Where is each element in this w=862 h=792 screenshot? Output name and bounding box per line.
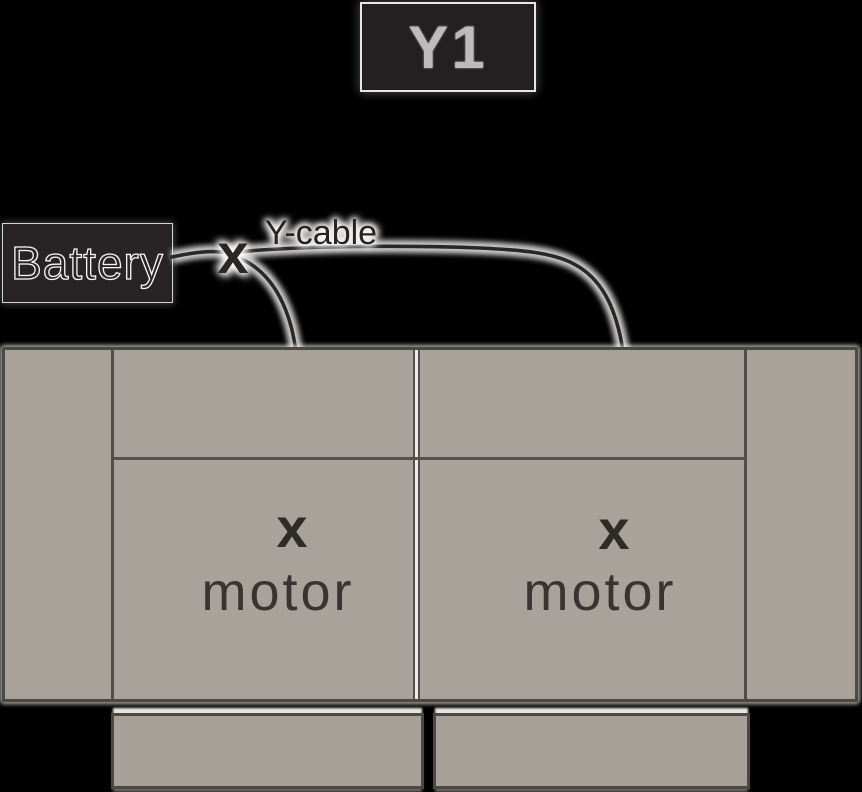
sofa-outline <box>2 347 858 702</box>
armrest-divider-left <box>111 350 114 699</box>
left-motor-label: motor <box>201 562 355 622</box>
seat-split-gap <box>415 350 418 699</box>
y1-label: Y1 <box>408 13 488 81</box>
footrest-right-panel <box>433 713 750 789</box>
armrest-divider-right <box>744 350 747 699</box>
seat-split-line-right-edge <box>418 350 420 699</box>
left-motor-x-marker: x <box>276 496 308 559</box>
y1-label-box: Y1 <box>362 4 534 90</box>
battery-label: Battery <box>10 236 164 289</box>
right-motor-x-marker: x <box>598 498 630 561</box>
cable-junction-x-marker: x <box>217 222 249 285</box>
right-motor-label: motor <box>523 562 677 622</box>
seat-split-line-left-edge <box>413 350 415 699</box>
y-cable-label: Y-cable <box>264 214 378 252</box>
battery-box: Battery <box>3 224 172 302</box>
footrest-left-panel <box>111 713 424 789</box>
backrest-seat-divider <box>114 457 747 460</box>
